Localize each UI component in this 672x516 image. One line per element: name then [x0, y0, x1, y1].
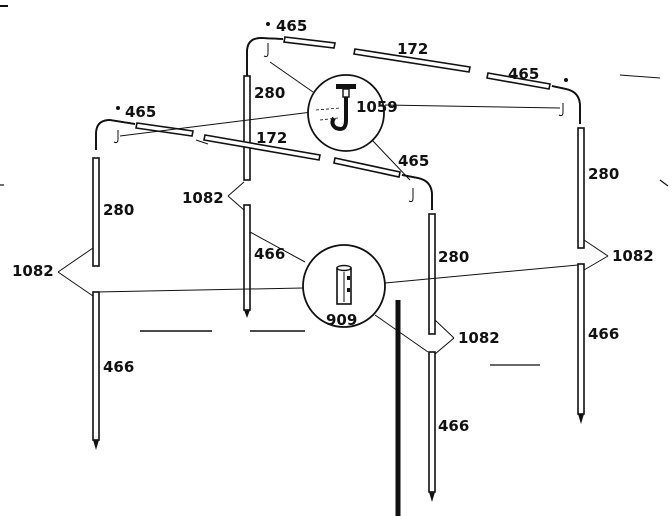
pole-back-top-1 [283, 36, 336, 49]
pole-back-top-3 [486, 72, 551, 90]
marker-dot [564, 78, 568, 82]
hook-icon [113, 130, 119, 144]
label-465-front-right: 465 [398, 152, 429, 170]
spike-tip [429, 492, 435, 502]
label-1082-back-left: 1082 [182, 189, 224, 207]
pole-front-top-3 [333, 157, 401, 178]
label-465-front-left: 465 [125, 103, 156, 121]
back-right-elbow [551, 85, 581, 124]
pole-front-top-1 [135, 122, 194, 137]
label-280-back-right: 280 [588, 165, 619, 183]
hook-detail-callout [307, 74, 385, 152]
spike-tip [244, 310, 250, 318]
pole-back-left-upright [243, 75, 251, 181]
label-280-front-left: 280 [103, 201, 134, 219]
connector-detail-callout [302, 244, 386, 328]
back-left-elbow [246, 37, 284, 80]
label-909: 909 [326, 311, 357, 329]
pole-front-left-leg [92, 291, 100, 441]
pole-back-right-leg [577, 263, 585, 415]
pole-front-left-upright [92, 157, 100, 267]
leader-lines [57, 61, 609, 355]
front-right-elbow [401, 174, 433, 210]
marker-dot [266, 22, 270, 26]
label-280-back-left: 280 [254, 84, 285, 102]
hook-icon [330, 97, 348, 131]
label-465-back-left: 465 [276, 17, 307, 35]
scan-artifacts [0, 5, 669, 516]
label-172-front: 172 [256, 129, 287, 147]
label-1082-front-left: 1082 [12, 262, 54, 280]
spike-tip [578, 414, 584, 424]
pole-back-right-upright [577, 127, 585, 249]
pole-back-top-2 [353, 48, 471, 73]
hook-icon [263, 43, 269, 58]
part-labels: 465 172 465 280 1059 465 172 465 280 108… [12, 17, 654, 435]
hook-icon [408, 188, 414, 203]
hook-plate-icon [336, 84, 356, 89]
label-172-back: 172 [397, 40, 428, 58]
pole-front-right-leg [428, 351, 436, 493]
label-1082-front-right: 1082 [458, 329, 500, 347]
label-466-front-right: 466 [438, 417, 469, 435]
label-280-front-right: 280 [438, 248, 469, 266]
label-1059: 1059 [356, 98, 398, 116]
label-1082-back-right: 1082 [612, 247, 654, 265]
spike-tip [93, 440, 99, 450]
hook-icon [558, 103, 564, 117]
label-465-back-right: 465 [508, 65, 539, 83]
pole-back-left-leg [243, 204, 251, 311]
pole-front-top-2 [203, 134, 321, 161]
pole-front-right-upright [428, 213, 436, 335]
label-466-back-right: 466 [588, 325, 619, 343]
label-466-front-left: 466 [103, 358, 134, 376]
label-466-back-left: 466 [254, 245, 285, 263]
marker-dot [116, 106, 120, 110]
